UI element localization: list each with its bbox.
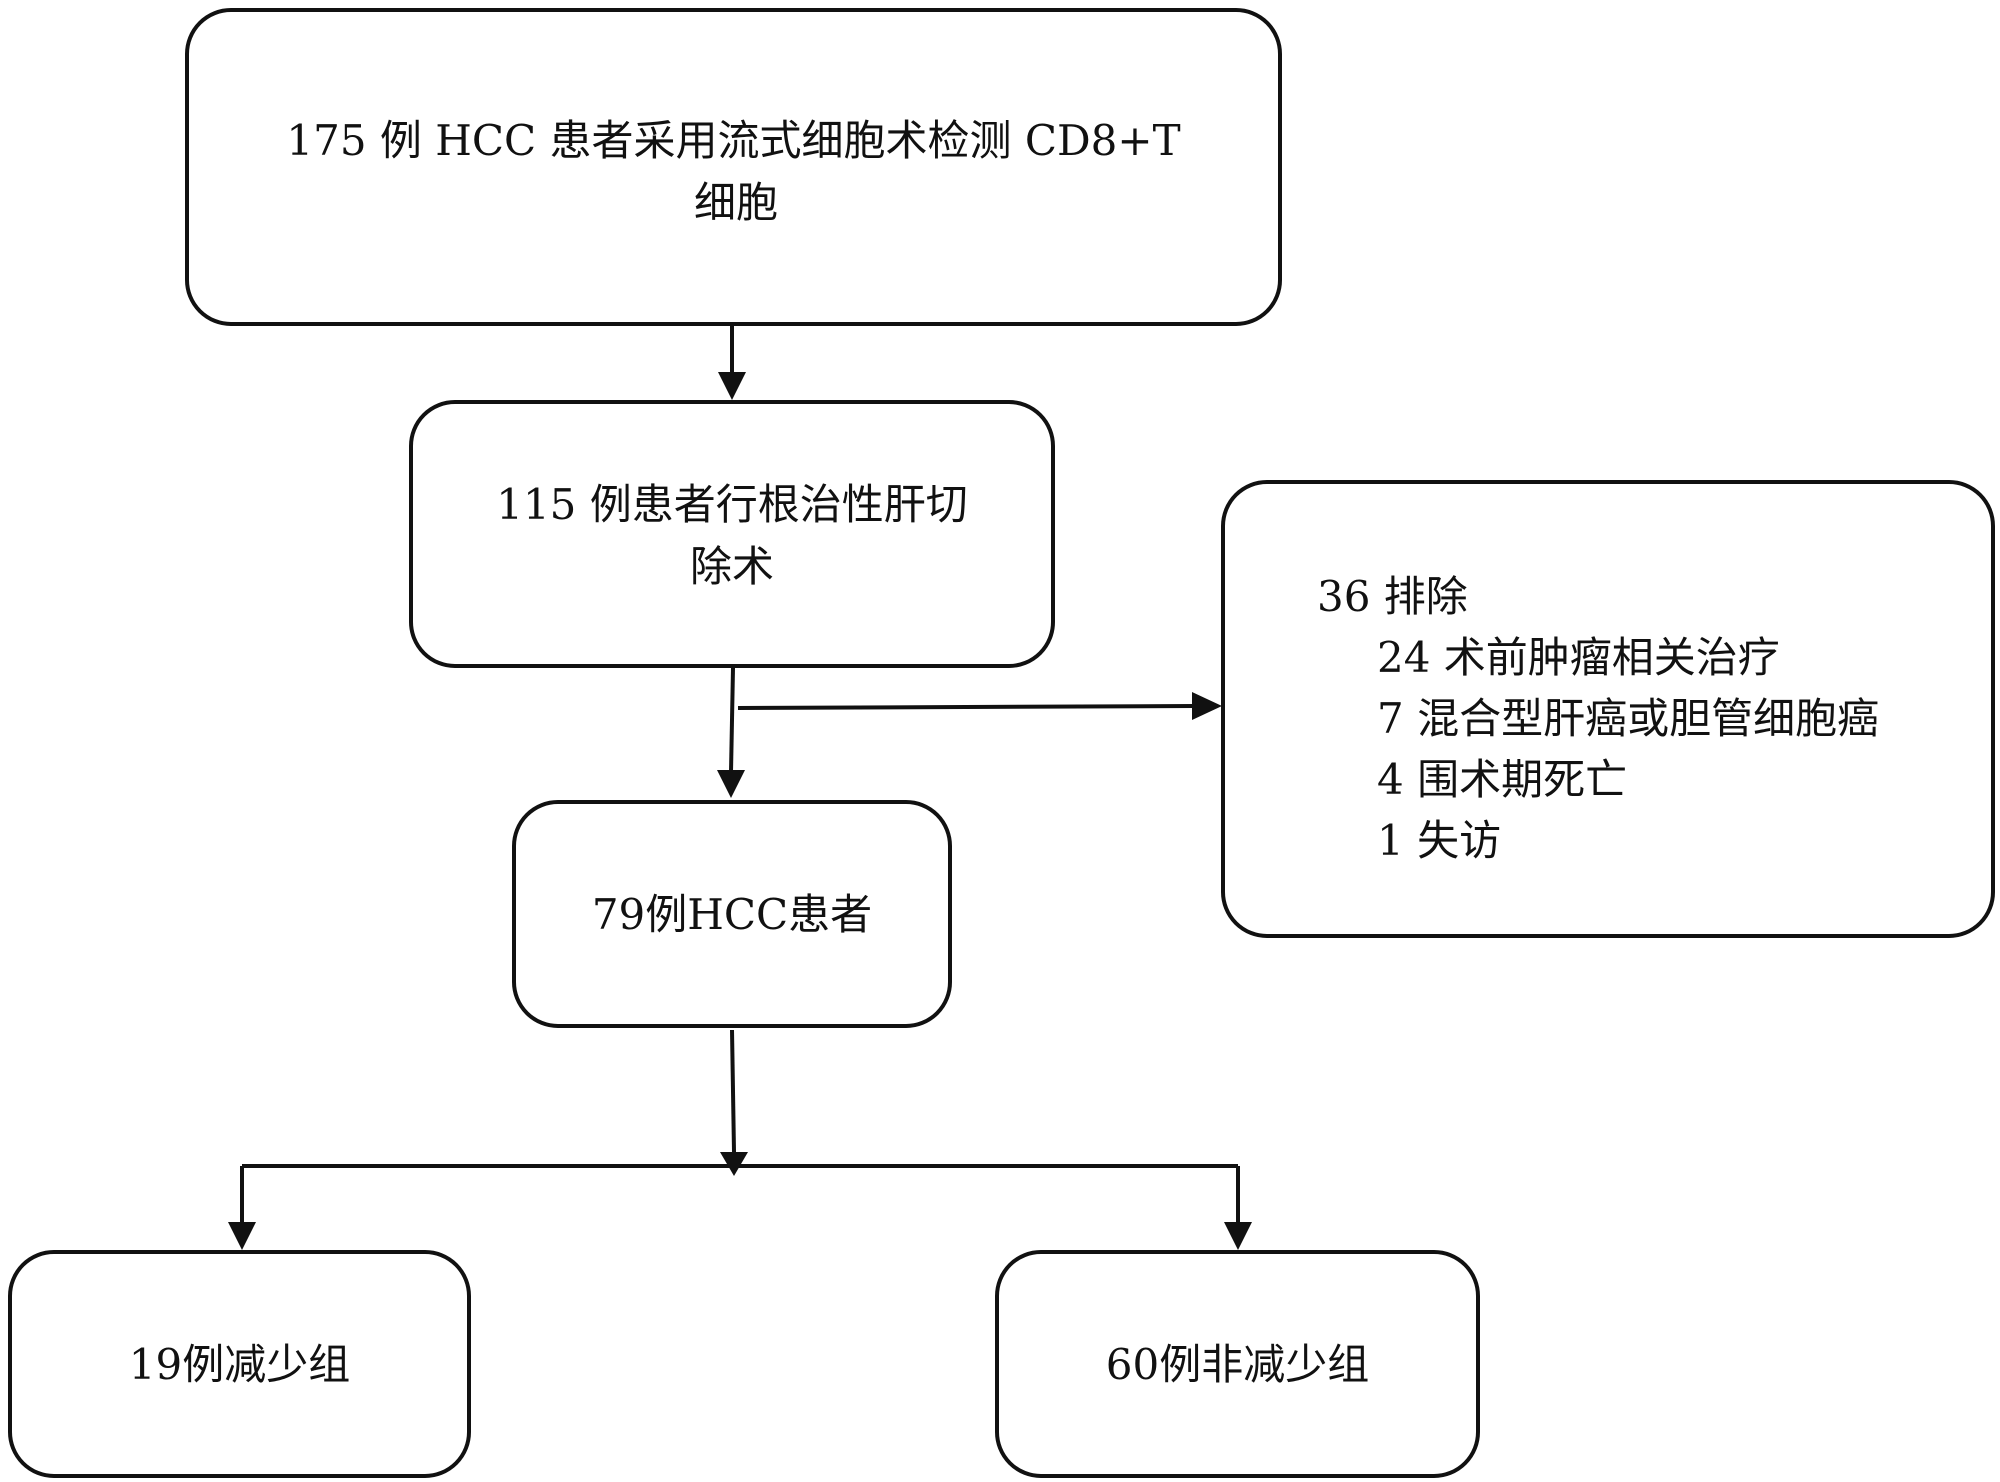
exclusion-reason: 4 围术期死亡 bbox=[1377, 755, 1628, 804]
step2-line2: 除术 bbox=[689, 542, 774, 591]
step2-line1: 115 例患者行根治性肝切 bbox=[496, 480, 968, 529]
exclusion-title: 36 排除 bbox=[1317, 572, 1468, 621]
arrow-step2-to-step3 bbox=[729, 667, 735, 773]
arrow-to-exclusion bbox=[737, 704, 1196, 710]
exclusion-reason: 7 混合型肝癌或胆管细胞癌 bbox=[1377, 694, 1880, 743]
group-low-label: 19例减少组 bbox=[128, 1340, 351, 1389]
arrowhead-split bbox=[720, 1152, 748, 1176]
arrowhead-exclusion bbox=[1192, 692, 1222, 720]
exclusion-reason: 1 失访 bbox=[1377, 816, 1502, 865]
step2-box: 115 例患者行根治性肝切 除术 bbox=[409, 400, 1055, 668]
group-non-low-box: 60例非减少组 bbox=[995, 1250, 1480, 1478]
arrowhead-step3 bbox=[717, 770, 745, 798]
line-step3-to-split bbox=[730, 1029, 736, 1153]
arrowhead-group-non-low bbox=[1224, 1222, 1252, 1250]
step1-box: 175 例 HCC 患者采用流式细胞术检测 CD8+T 细胞 bbox=[185, 8, 1282, 326]
step3-label: 79例HCC患者 bbox=[591, 890, 873, 939]
arrowhead-step2 bbox=[718, 372, 746, 400]
group-low-box: 19例减少组 bbox=[8, 1250, 471, 1478]
step3-box: 79例HCC患者 bbox=[512, 800, 952, 1028]
exclusion-reason: 24 术前肿瘤相关治疗 bbox=[1377, 633, 1780, 682]
arrowhead-group-low bbox=[228, 1222, 256, 1250]
step1-line2: 细胞 bbox=[694, 178, 779, 227]
exclusion-box: 36 排除 24 术前肿瘤相关治疗 7 混合型肝癌或胆管细胞癌 4 围术期死亡 … bbox=[1221, 480, 1995, 938]
group-non-low-label: 60例非减少组 bbox=[1105, 1340, 1370, 1389]
step1-line1: 175 例 HCC 患者采用流式细胞术检测 CD8+T bbox=[286, 116, 1181, 165]
